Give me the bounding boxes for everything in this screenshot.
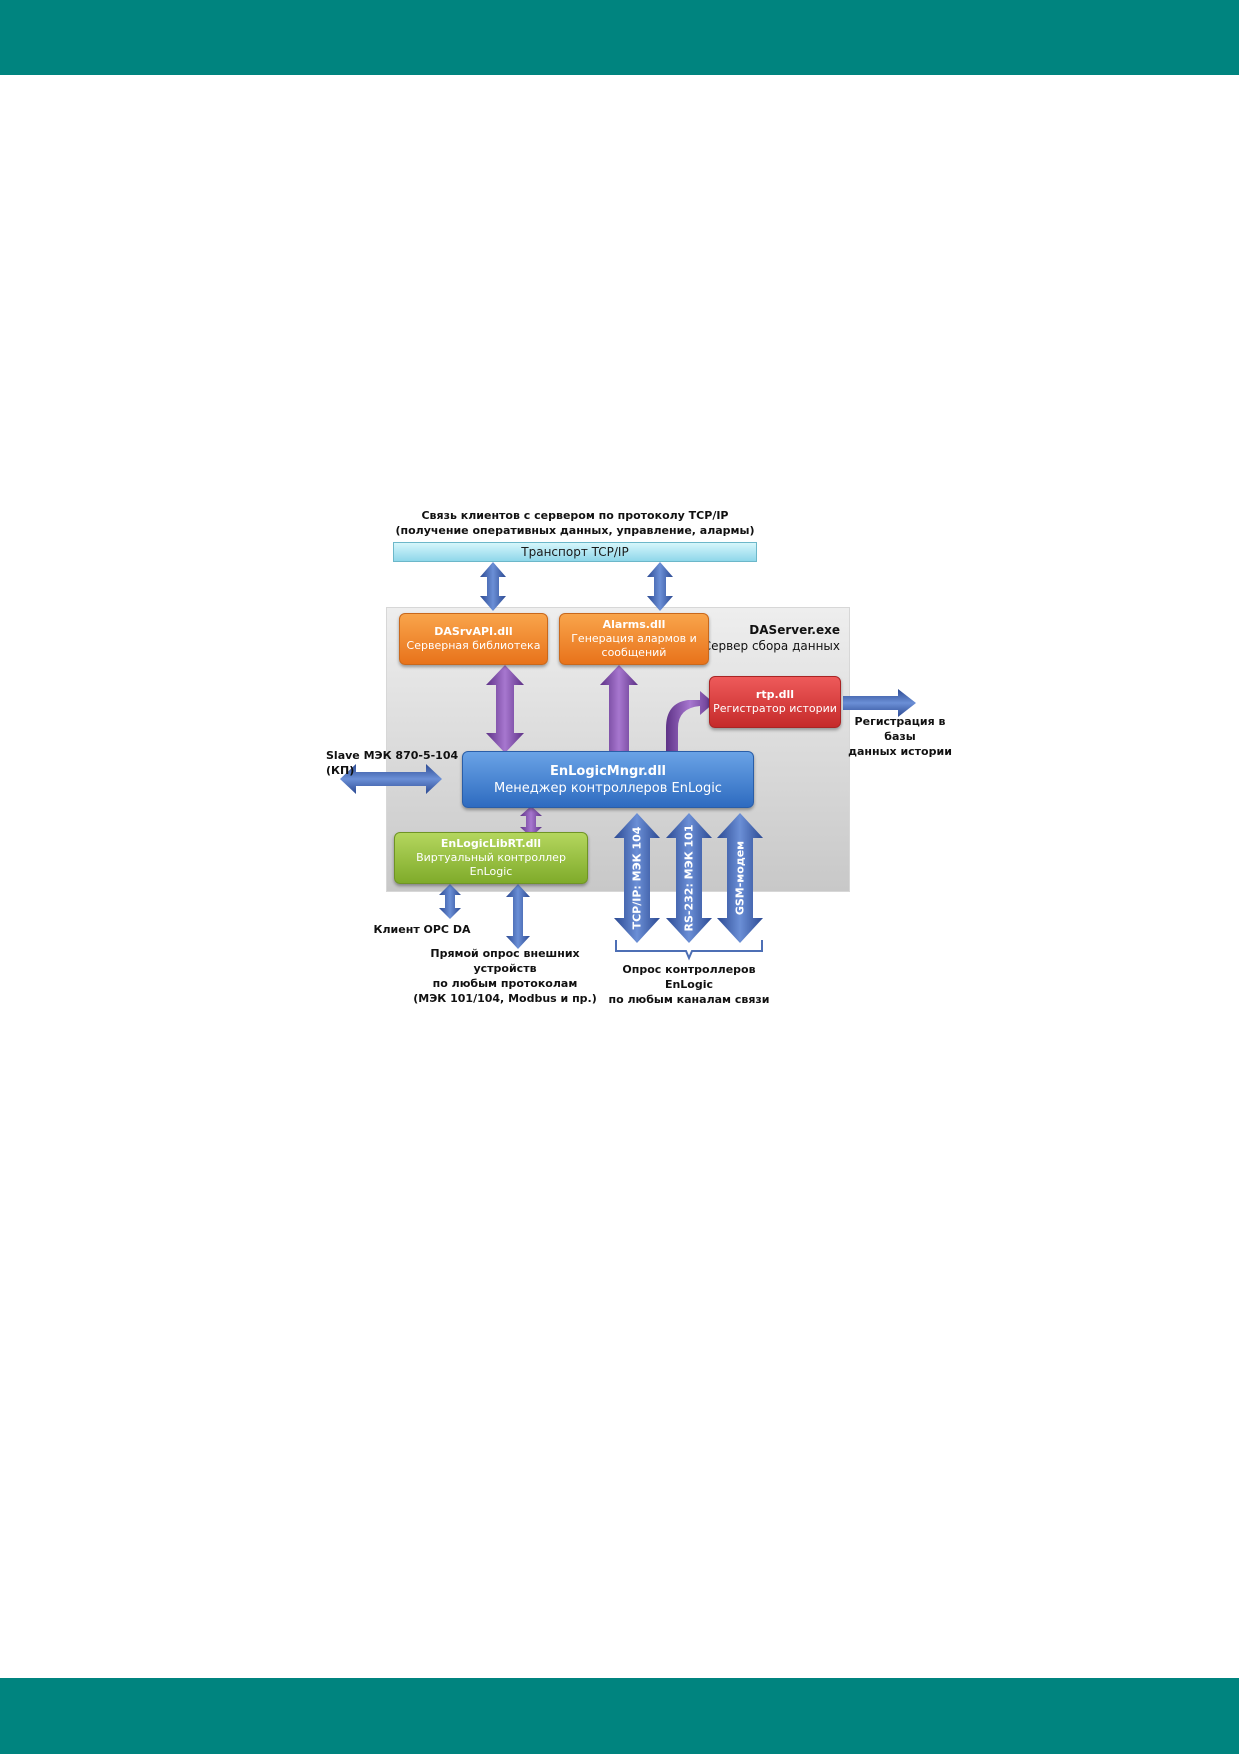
channel-tcp-label: TCP/IP: МЭК 104 xyxy=(630,826,644,930)
top-caption-line: Связь клиентов с сервером по протоколу T… xyxy=(421,509,729,522)
arrow-librt-opc xyxy=(439,884,461,919)
channel-rs232-label: RS-232: МЭК 101 xyxy=(682,824,696,932)
diagram-arrows xyxy=(340,562,916,961)
transport-tcpip-bar: Транспорт TCP/IP xyxy=(393,542,757,562)
top-banner xyxy=(0,0,1239,75)
direct-poll-label: Прямой опрос внешних устройств по любым … xyxy=(405,946,605,1006)
direct-poll-line: (МЭК 101/104, Modbus и пр.) xyxy=(413,992,597,1005)
enlogiclibrt-box: EnLogicLibRT.dll Виртуальный контроллер … xyxy=(394,832,588,884)
enlogicmngr-desc: Менеджер контроллеров EnLogic xyxy=(494,780,722,796)
dasrvapi-title: DASrvAPI.dll xyxy=(434,625,513,638)
enlogicmngr-title: EnLogicMngr.dll xyxy=(549,763,667,779)
dasrvapi-desc: Серверная библиотека xyxy=(406,639,541,652)
controller-poll-label: Опрос контроллеров EnLogic по любым кана… xyxy=(599,962,779,1007)
top-caption: Связь клиентов с сервером по протоколу T… xyxy=(380,508,770,538)
channel-gsm-label: GSM-модем xyxy=(733,840,747,916)
top-caption-line: (получение оперативных данных, управлени… xyxy=(395,524,755,537)
alarms-desc: Генерация алармов и сообщений xyxy=(571,632,697,659)
server-exe-label: DAServer.exe xyxy=(749,623,840,637)
arrow-dasrvapi-mngr xyxy=(486,665,524,753)
controller-poll-line: по любым каналам связи xyxy=(608,993,770,1006)
architecture-diagram: Связь клиентов с сервером по протоколу T… xyxy=(320,500,960,1006)
alarms-box: Alarms.dll Генерация алармов и сообщений xyxy=(559,613,709,665)
enlogiclibrt-title: EnLogicLibRT.dll xyxy=(440,837,542,850)
alarms-title: Alarms.dll xyxy=(602,618,666,631)
direct-poll-line: Прямой опрос внешних устройств xyxy=(430,947,580,975)
arrow-transport-alarms xyxy=(647,562,673,611)
arrow-transport-dasrvapi xyxy=(480,562,506,611)
opc-label: Клиент OPC DA xyxy=(373,923,471,936)
server-title: DAServer.exe Сервер сбора данных xyxy=(680,622,840,654)
direct-poll-line: по любым протоколам xyxy=(432,977,578,990)
bottom-banner xyxy=(0,1678,1239,1754)
arrow-rtp-history xyxy=(843,689,916,717)
history-label-line: Регистрация в базы xyxy=(854,715,946,743)
arrow-slave-mngr xyxy=(340,764,442,794)
controller-poll-line: Опрос контроллеров EnLogic xyxy=(622,963,756,991)
dasrvapi-box: DASrvAPI.dll Серверная библиотека xyxy=(399,613,548,665)
server-desc-label: Сервер сбора данных xyxy=(702,639,840,653)
slave-label: Slave МЭК 870-5-104 (КП) xyxy=(326,749,459,777)
rtp-desc: Регистратор истории xyxy=(713,702,837,715)
rtp-title: rtp.dll xyxy=(755,688,795,701)
arrow-channel-gsm xyxy=(717,813,763,943)
arrow-mngr-rtp xyxy=(666,691,714,751)
enlogiclibrt-desc: Виртуальный контроллер EnLogic xyxy=(416,851,566,878)
arrow-channel-tcp xyxy=(614,813,660,943)
arrow-librt-direct xyxy=(506,884,530,949)
history-label: Регистрация в базы данных истории xyxy=(842,714,958,759)
history-label-line: данных истории xyxy=(848,745,952,758)
arrow-mngr-librt xyxy=(520,806,542,837)
enlogicmngr-box: EnLogicMngr.dll Менеджер контроллеров En… xyxy=(462,751,754,808)
rtp-box: rtp.dll Регистратор истории xyxy=(709,676,841,728)
arrow-channel-rs232 xyxy=(666,813,712,943)
arrow-mngr-alarms xyxy=(600,665,638,751)
channels-brace xyxy=(615,940,763,961)
